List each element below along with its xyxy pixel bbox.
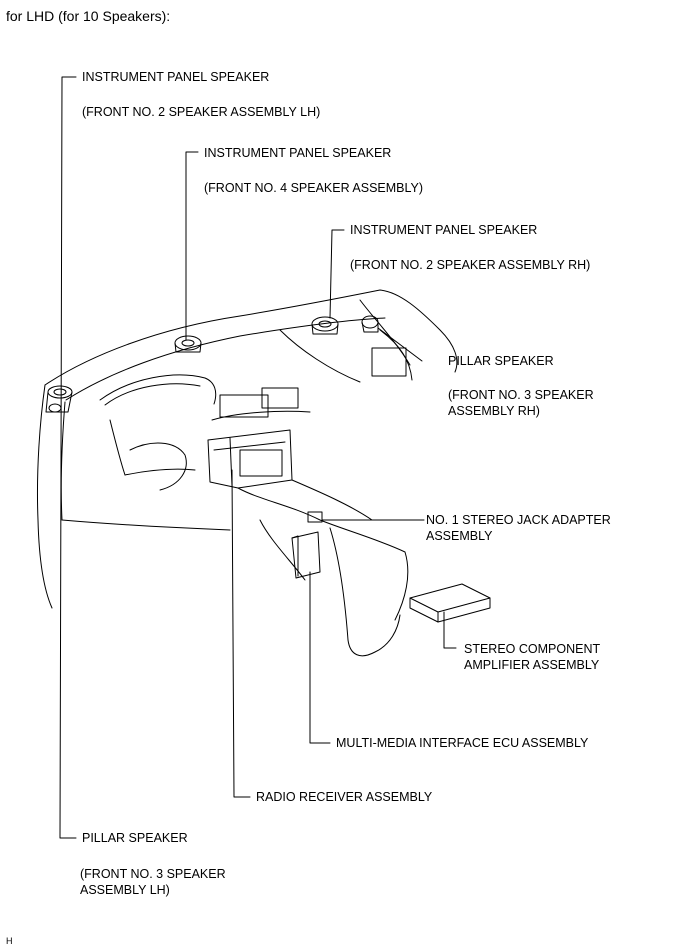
callout-pillar-speaker-lh-part: (FRONT NO. 3 SPEAKER ASSEMBLY LH) — [80, 867, 226, 897]
callout-front-speaker-rh-label: INSTRUMENT PANEL SPEAKER — [350, 223, 538, 237]
callout-front-speaker-rh-part: (FRONT NO. 2 SPEAKER ASSEMBLY RH) — [350, 258, 591, 272]
callout-center-speaker-part: (FRONT NO. 4 SPEAKER ASSEMBLY) — [204, 181, 424, 195]
speaker-center-shape — [174, 335, 202, 353]
speaker-front-rh-shape — [311, 316, 339, 335]
callout-front-speaker-lh-part: (FRONT NO. 2 SPEAKER ASSEMBLY LH) — [82, 105, 321, 119]
callout-stereo-jack-label: NO. 1 STEREO JACK ADAPTER ASSEMBLY — [426, 513, 611, 543]
amplifier-shape — [409, 583, 491, 623]
callout-pillar-speaker-rh-label: PILLAR SPEAKER — [448, 354, 554, 368]
callout-front-speaker-lh-label: INSTRUMENT PANEL SPEAKER — [82, 70, 270, 84]
stereo-jack-shape — [307, 511, 323, 523]
footer-code: H — [6, 936, 13, 946]
diagram-title: for LHD (for 10 Speakers): — [6, 8, 171, 24]
callout-amplifier-label: STEREO COMPONENT AMPLIFIER ASSEMBLY — [464, 642, 601, 672]
speaker-pillar-rh-shape — [361, 315, 379, 333]
mmi-ecu-shape — [291, 531, 321, 579]
dashboard-outline — [36, 289, 458, 657]
leader-lines — [59, 76, 457, 839]
callout-radio-receiver-label: RADIO RECEIVER ASSEMBLY — [256, 790, 433, 804]
callout-mmi-ecu-label: MULTI-MEDIA INTERFACE ECU ASSEMBLY — [336, 736, 589, 750]
callout-center-speaker-label: INSTRUMENT PANEL SPEAKER — [204, 146, 392, 160]
callout-pillar-speaker-lh-label: PILLAR SPEAKER — [82, 831, 188, 845]
callout-pillar-speaker-rh-part: (FRONT NO. 3 SPEAKER ASSEMBLY RH) — [448, 388, 594, 418]
